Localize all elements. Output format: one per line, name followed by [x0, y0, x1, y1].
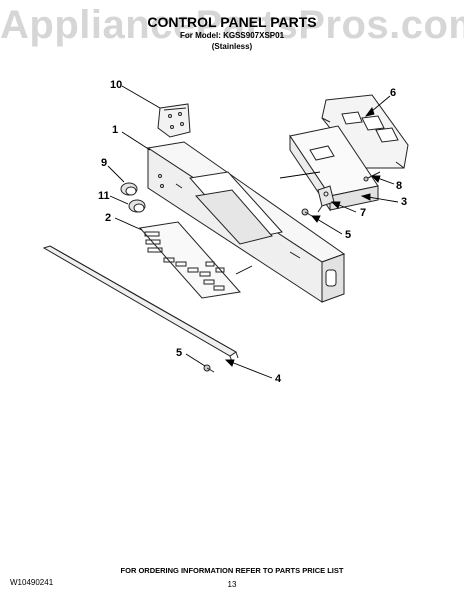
callout-6: 6: [390, 87, 397, 99]
part-4-trim-strip: [42, 245, 239, 363]
callout-8: 8: [396, 180, 403, 192]
model-line: For Model: KGSS907XSP01: [179, 31, 285, 40]
part-6-rear-bracket: [321, 94, 409, 169]
callout-3: 3: [401, 196, 408, 208]
page-title: CONTROL PANEL PARTS: [147, 14, 317, 30]
ordering-info: FOR ORDERING INFORMATION REFER TO PARTS …: [120, 566, 344, 575]
callout-9: 9: [101, 157, 108, 169]
part-1-control-panel: [146, 141, 346, 303]
document-number: W10490241: [10, 578, 54, 587]
part-11-knob: [128, 199, 146, 213]
callout-5-upper: 5: [345, 229, 352, 241]
part-10-bracket: [157, 103, 191, 138]
part-8-screw: [363, 171, 381, 182]
part-9-knob: [120, 182, 138, 196]
callout-2: 2: [105, 212, 112, 224]
part-5-screw-upper: [301, 208, 313, 217]
callout-11: 11: [98, 190, 110, 202]
callout-4: 4: [275, 373, 282, 385]
leader-lines: [107, 85, 399, 379]
part-2-keypad-overlay: [139, 221, 241, 299]
callout-7: 7: [360, 207, 367, 219]
callout-5-lower: 5: [176, 347, 183, 359]
callout-1: 1: [112, 124, 119, 136]
variant-label: (Stainless): [211, 42, 253, 51]
part-5-screw-lower: [203, 364, 215, 373]
page-number: 13: [227, 580, 237, 589]
callout-10: 10: [110, 79, 123, 91]
